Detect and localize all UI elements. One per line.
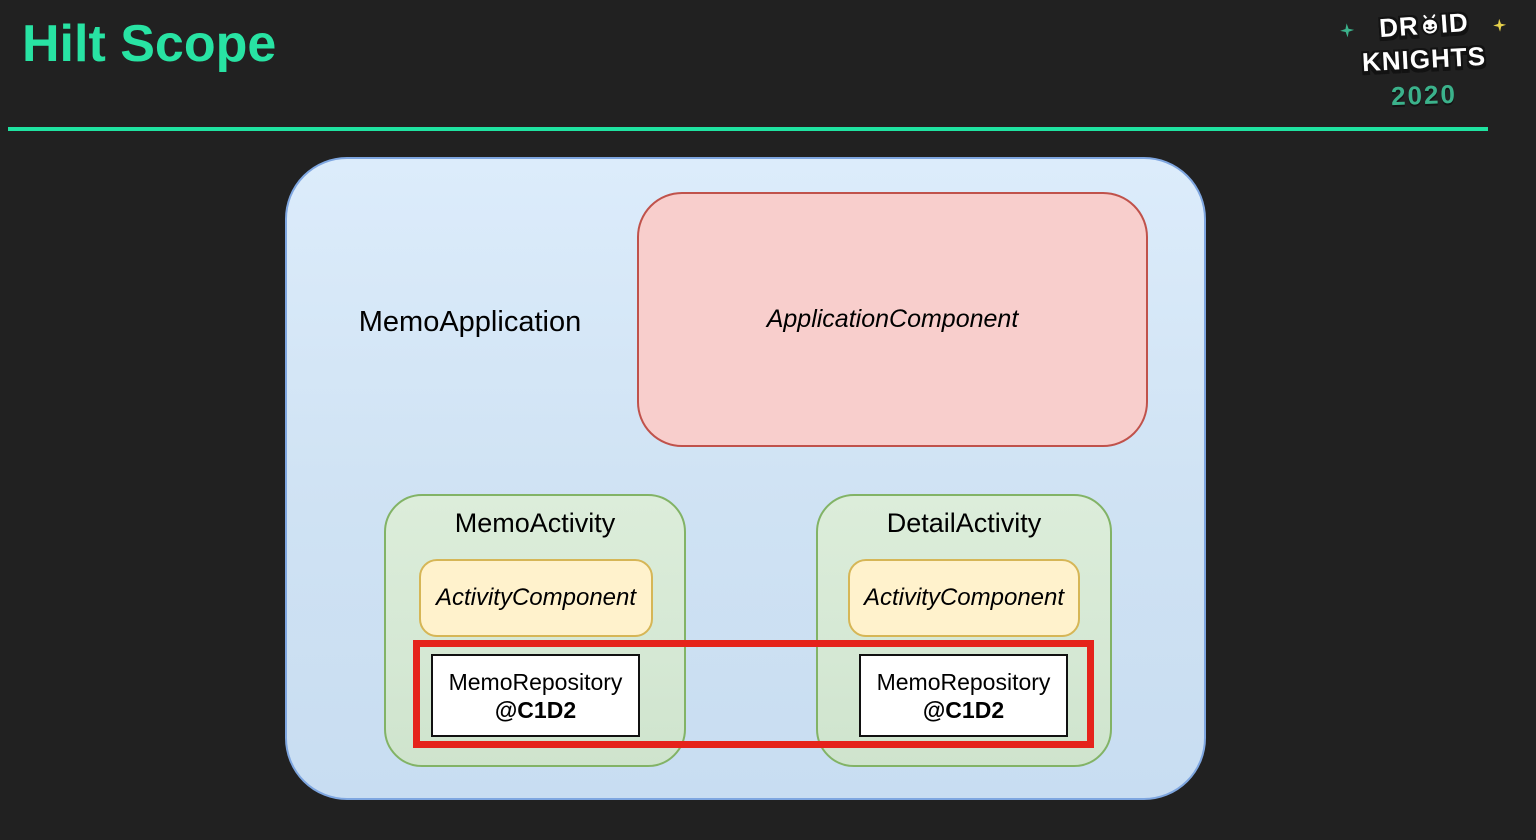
detail-repository-label: MemoRepository bbox=[876, 668, 1051, 695]
logo-line-droid: DR ID bbox=[1355, 5, 1493, 46]
application-label: MemoApplication bbox=[358, 306, 582, 338]
memo-repository-scope-label: @C1D2 bbox=[494, 696, 577, 723]
sparkle-yellow-icon bbox=[1493, 18, 1507, 32]
memo-activity-component-box: ActivityComponent bbox=[419, 559, 653, 637]
memo-activity-label: MemoActivity bbox=[454, 508, 616, 538]
page-title: Hilt Scope bbox=[22, 15, 277, 73]
memo-activity-component-label: ActivityComponent bbox=[435, 584, 637, 611]
detail-repository-box: MemoRepository @C1D2 bbox=[859, 654, 1068, 737]
android-robot-icon bbox=[1419, 11, 1441, 42]
detail-activity-label: DetailActivity bbox=[886, 508, 1042, 538]
detail-activity-component-box: ActivityComponent bbox=[848, 559, 1080, 637]
logo-text-id: ID bbox=[1439, 6, 1470, 39]
shared-scope-highlight-rect bbox=[413, 640, 1094, 748]
memo-repository-label: MemoRepository bbox=[448, 668, 623, 695]
droid-knights-logo: DR ID KNIGHTS 2020 bbox=[1356, 7, 1492, 112]
logo-line-knights: KNIGHTS bbox=[1361, 40, 1487, 78]
application-component-label: ApplicationComponent bbox=[766, 305, 1019, 333]
logo-year: 2020 bbox=[1390, 78, 1458, 112]
application-component-box: ApplicationComponent bbox=[637, 192, 1148, 447]
detail-activity-scope: DetailActivity ActivityComponent MemoRep… bbox=[816, 494, 1112, 767]
memo-repository-box: MemoRepository @C1D2 bbox=[431, 654, 640, 737]
logo-text-dr: DR bbox=[1378, 10, 1420, 44]
memo-activity-scope: MemoActivity ActivityComponent MemoRepos… bbox=[384, 494, 686, 767]
detail-activity-component-label: ActivityComponent bbox=[863, 584, 1065, 611]
header-underline bbox=[8, 127, 1488, 131]
sparkle-teal-icon bbox=[1340, 23, 1355, 38]
detail-repository-scope-label: @C1D2 bbox=[922, 696, 1005, 723]
